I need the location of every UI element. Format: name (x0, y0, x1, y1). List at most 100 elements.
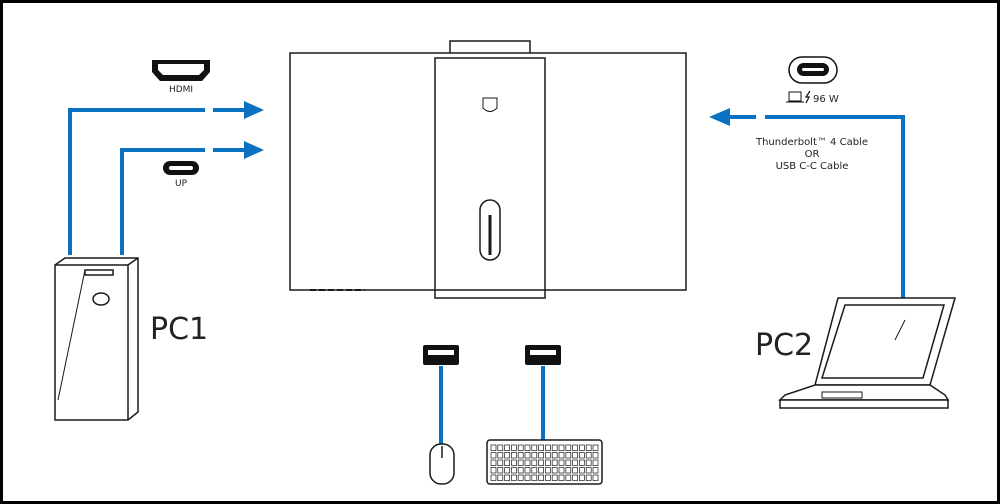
cable-label-line3: USB C-C Cable (776, 161, 849, 172)
lightning-icon (804, 90, 811, 104)
keyboard-key (517, 444, 524, 451)
keyboard-key (497, 459, 504, 466)
keyboard-key (524, 474, 531, 481)
keyboard-key (531, 459, 538, 466)
keyboard-key (558, 467, 565, 474)
usbc-up-cable (120, 148, 205, 255)
keyboard-key (517, 474, 524, 481)
keyboard-key (592, 459, 599, 466)
monitor-stand (434, 57, 546, 299)
keyboard-key (511, 467, 517, 474)
keyboard-key (511, 444, 517, 451)
keyboard-key (524, 467, 531, 474)
cable-label-line1: Thunderbolt™ 4 Cable (755, 137, 868, 148)
keyboard-key (585, 459, 592, 466)
power-label: 96 W (813, 94, 839, 105)
keyboard-key (592, 474, 599, 481)
keyboard-key (572, 467, 578, 474)
keyboard-key (490, 467, 497, 474)
pc2-cable (728, 115, 905, 298)
keyboard-key (565, 467, 572, 474)
keyboard-icon (486, 439, 603, 485)
keyboard-key (545, 467, 551, 474)
arrow-icon (244, 141, 264, 159)
keyboard-key (538, 474, 544, 481)
keyboard-key (511, 452, 517, 459)
usbc-port-icon (788, 56, 838, 84)
usb-a-port-icon (423, 345, 459, 365)
keyboard-key (490, 474, 497, 481)
keyboard-key (504, 474, 510, 481)
keyboard-key (579, 444, 585, 451)
keyboard-key (551, 474, 558, 481)
pc1-label: PC1 (150, 312, 208, 347)
keyboard-key (524, 459, 531, 466)
keyboard-key (490, 444, 497, 451)
keyboard-key (572, 474, 578, 481)
keyboard-key (558, 459, 565, 466)
keyboard-key (592, 444, 599, 451)
keyboard-key (531, 452, 538, 459)
pc2-label: PC2 (755, 328, 813, 363)
keyboard-key (565, 474, 572, 481)
keyboard-key (497, 452, 504, 459)
usb-a-port-icon (525, 345, 561, 365)
keyboard-key (524, 444, 531, 451)
keyboard-key (545, 444, 551, 451)
up-label: UP (175, 179, 188, 189)
keyboard-key (565, 452, 572, 459)
keyboard-key (579, 474, 585, 481)
keyboard-key (517, 459, 524, 466)
keyboard-key (572, 452, 578, 459)
keyboard-key (558, 452, 565, 459)
keyboard-key (504, 452, 510, 459)
keyboard-key (551, 452, 558, 459)
keyboard-key (565, 459, 572, 466)
monitor (289, 40, 687, 299)
keyboard-key (545, 474, 551, 481)
keyboard-key (558, 444, 565, 451)
keyboard-key (545, 452, 551, 459)
keyboard-key (579, 459, 585, 466)
keyboard-key (565, 444, 572, 451)
keyboard-key (490, 459, 497, 466)
arrow-icon (244, 101, 264, 119)
keyboard-key (592, 452, 599, 459)
keyboard-key (538, 452, 544, 459)
keyboard-key (538, 459, 544, 466)
keyboard-key (551, 444, 558, 451)
usbc-port-icon (163, 161, 199, 175)
keyboard-key (511, 474, 517, 481)
keyboard-key (497, 444, 504, 451)
keyboard-key (511, 459, 517, 466)
keyboard-key (558, 474, 565, 481)
keyboard-key (531, 467, 538, 474)
keyboard-key (497, 474, 504, 481)
keyboard-key (497, 467, 504, 474)
arrow-icon (709, 108, 730, 126)
keyboard-key (585, 444, 592, 451)
keyboard-key (490, 452, 497, 459)
keyboard-key (585, 474, 592, 481)
keyboard-key (517, 467, 524, 474)
hdmi-port-icon (152, 60, 210, 81)
hdmi-label: HDMI (169, 85, 193, 95)
keyboard-key (504, 444, 510, 451)
cable-label-line2: OR (805, 149, 820, 160)
keyboard-key (524, 452, 531, 459)
keyboard-key (551, 459, 558, 466)
keyboard-key (517, 452, 524, 459)
keyboard-key (551, 467, 558, 474)
keyboard-key (592, 467, 599, 474)
keyboard-key (572, 444, 578, 451)
keyboard-key (585, 467, 592, 474)
keyboard-key (545, 459, 551, 466)
pc2-laptop (778, 297, 956, 409)
philips-logo-icon (482, 97, 498, 112)
pc1-tower (54, 257, 139, 421)
keyboard-key (504, 459, 510, 466)
hdmi-cable (68, 108, 205, 255)
keyboard-key (531, 444, 538, 451)
